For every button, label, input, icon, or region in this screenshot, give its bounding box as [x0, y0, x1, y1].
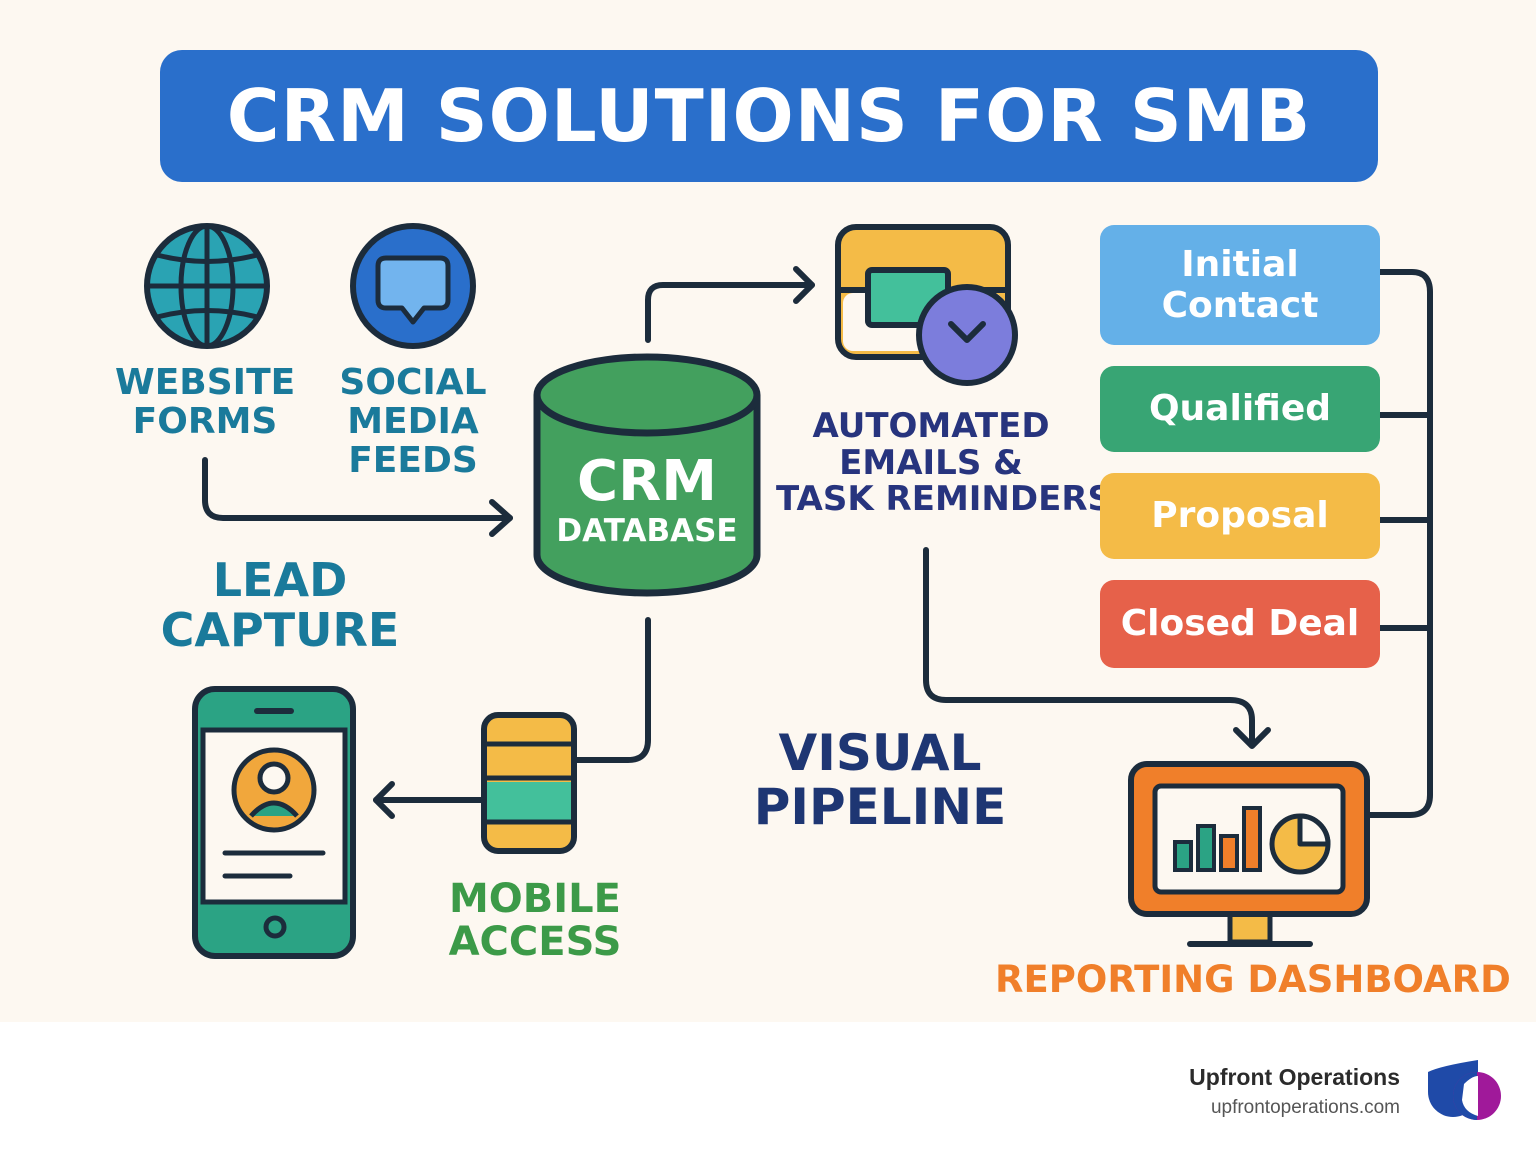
title-banner: CRM SOLUTIONS FOR SMB: [160, 50, 1378, 182]
connector-database-to-mobile: [572, 617, 651, 763]
label-automated-emails: AUTOMATED EMAILS & TASK REMINDERS: [776, 406, 1112, 520]
dashboard-monitor-icon: [1128, 761, 1370, 947]
phone-icon: [192, 686, 356, 959]
brand-name: Upfront Operations: [1189, 1064, 1400, 1090]
chat-bubble-icon: [350, 223, 476, 349]
database-title: CRM: [577, 449, 717, 514]
database-subtitle: DATABASE: [556, 513, 738, 549]
brand-logo-icon: [1428, 1060, 1501, 1120]
footer: [0, 1022, 1536, 1154]
label-visual-pipeline: VISUAL PIPELINE: [753, 724, 1007, 836]
clock-check-icon: [916, 284, 1018, 386]
diagram-title: CRM SOLUTIONS FOR SMB: [226, 74, 1312, 158]
stage-initial-contact: Initial Contact: [1100, 225, 1380, 345]
stage-qualified: Qualified: [1100, 366, 1380, 452]
arrow-automation-to-dashboard: [923, 547, 1255, 748]
database-cylinder-icon: [533, 353, 761, 597]
diagram-graphics: [144, 223, 1433, 959]
arrow-database-to-automation: [645, 282, 815, 343]
stage-closed-deal: Closed Deal: [1100, 580, 1380, 668]
mobile-device-icon: [481, 712, 577, 854]
label-lead-capture: LEAD CAPTURE: [160, 553, 400, 657]
globe-icon: [144, 223, 270, 349]
stage-proposal: Proposal: [1100, 473, 1380, 559]
label-website-forms: WEBSITE FORMS: [115, 362, 296, 442]
pipeline-bracket: [1365, 269, 1433, 818]
arrow-forms-to-database: [202, 457, 513, 521]
label-reporting-dashboard: REPORTING DASHBOARD: [995, 958, 1511, 1001]
brand-url: upfrontoperations.com: [1210, 1097, 1400, 1118]
label-social-media-feeds: SOCIAL MEDIA FEEDS: [339, 362, 487, 481]
label-mobile-access: MOBILE ACCESS: [448, 876, 622, 966]
